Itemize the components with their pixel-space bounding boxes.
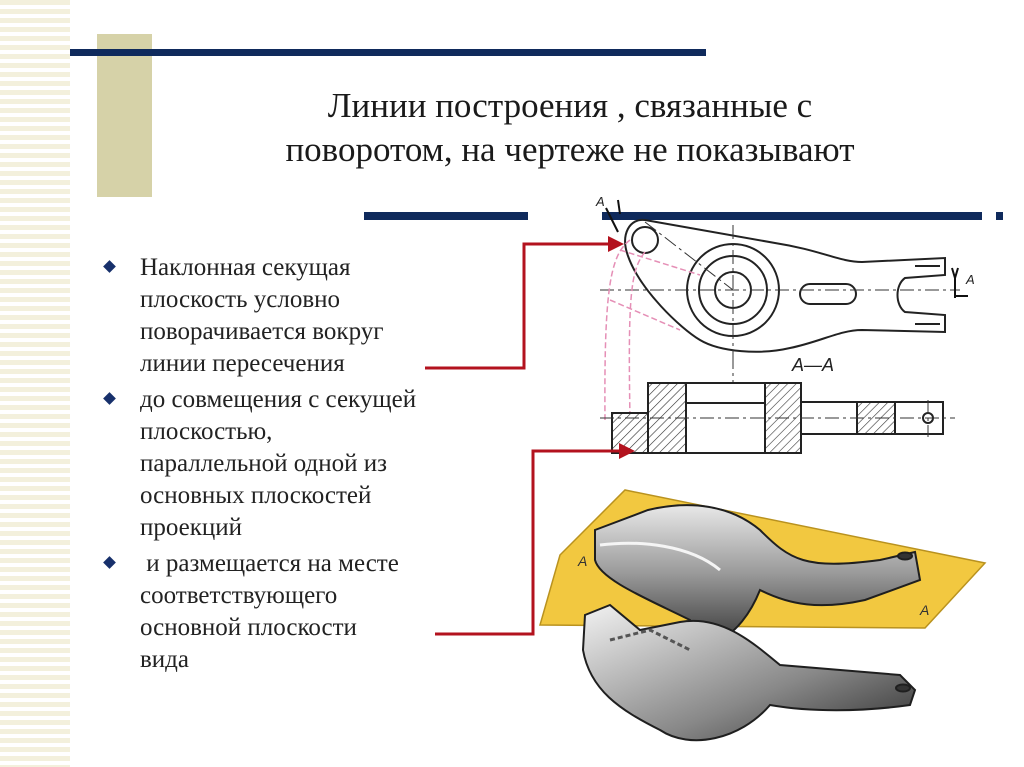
bullet-line: и размещается на месте bbox=[140, 550, 399, 577]
bullet-text-2: до совмещения с секущей плоскостью, пара… bbox=[140, 384, 524, 544]
section-mark-label: А bbox=[965, 272, 975, 287]
decorative-stripes bbox=[0, 0, 70, 767]
bullet-line: соответствующего bbox=[140, 582, 338, 609]
slide-title-line-1: Линии построения , связанные с bbox=[327, 86, 813, 125]
title-bottom-rule-dot bbox=[996, 212, 1003, 220]
bullet-line: основных плоскостей bbox=[140, 482, 372, 509]
plane-label: А bbox=[919, 602, 929, 618]
arrow-head-icon bbox=[608, 236, 624, 252]
bullet-line: линии пересечения bbox=[140, 350, 345, 377]
bullet-item-3: и размещается на месте соответствующего … bbox=[103, 548, 524, 676]
bullet-line: параллельной одной из bbox=[140, 450, 387, 477]
plane-label: А bbox=[577, 553, 587, 569]
section-center-line bbox=[600, 400, 955, 437]
bullet-line: вида bbox=[140, 646, 189, 673]
bullet-line: Наклонная секущая bbox=[140, 254, 351, 281]
arrowheads bbox=[608, 236, 635, 459]
part-top-view bbox=[624, 218, 946, 353]
arrow-head-icon bbox=[619, 443, 635, 459]
bullet-text-3: и размещается на месте соответствующего … bbox=[140, 548, 524, 676]
bullet-list: Наклонная секущая плоскость условно пово… bbox=[103, 252, 524, 680]
title-bottom-rule-left bbox=[364, 212, 528, 220]
section-mark-label: А bbox=[595, 194, 605, 209]
bullet-line: проекций bbox=[140, 514, 243, 541]
isometric-part-lower bbox=[581, 603, 917, 742]
decorative-block bbox=[97, 34, 152, 197]
bullet-item-1: Наклонная секущая плоскость условно пово… bbox=[103, 252, 524, 380]
bullet-line: основной плоскости bbox=[140, 614, 357, 641]
section-marks bbox=[605, 199, 968, 298]
construction-lines bbox=[604, 239, 701, 421]
slide-title-line-2: поворотом, на чертеже не показывают bbox=[285, 130, 855, 169]
connector-arrows bbox=[425, 242, 623, 636]
bullet-line: поворачивается вокруг bbox=[140, 318, 384, 345]
center-lines bbox=[600, 221, 960, 382]
title-top-rule bbox=[70, 49, 706, 56]
isometric-part-upper bbox=[594, 504, 922, 643]
title-bottom-rule-right bbox=[602, 212, 982, 220]
bullet-line: плоскость условно bbox=[140, 286, 340, 313]
bullet-item-2: до совмещения с секущей плоскостью, пара… bbox=[103, 384, 524, 544]
bullet-text-1: Наклонная секущая плоскость условно пово… bbox=[140, 252, 524, 380]
slide-title: Линии построения , связанные с поворотом… bbox=[170, 84, 970, 172]
bullet-line: плоскостью, bbox=[140, 418, 273, 445]
section-title-label: А—А bbox=[791, 355, 834, 375]
bullet-line: до совмещения с секущей bbox=[140, 386, 417, 413]
